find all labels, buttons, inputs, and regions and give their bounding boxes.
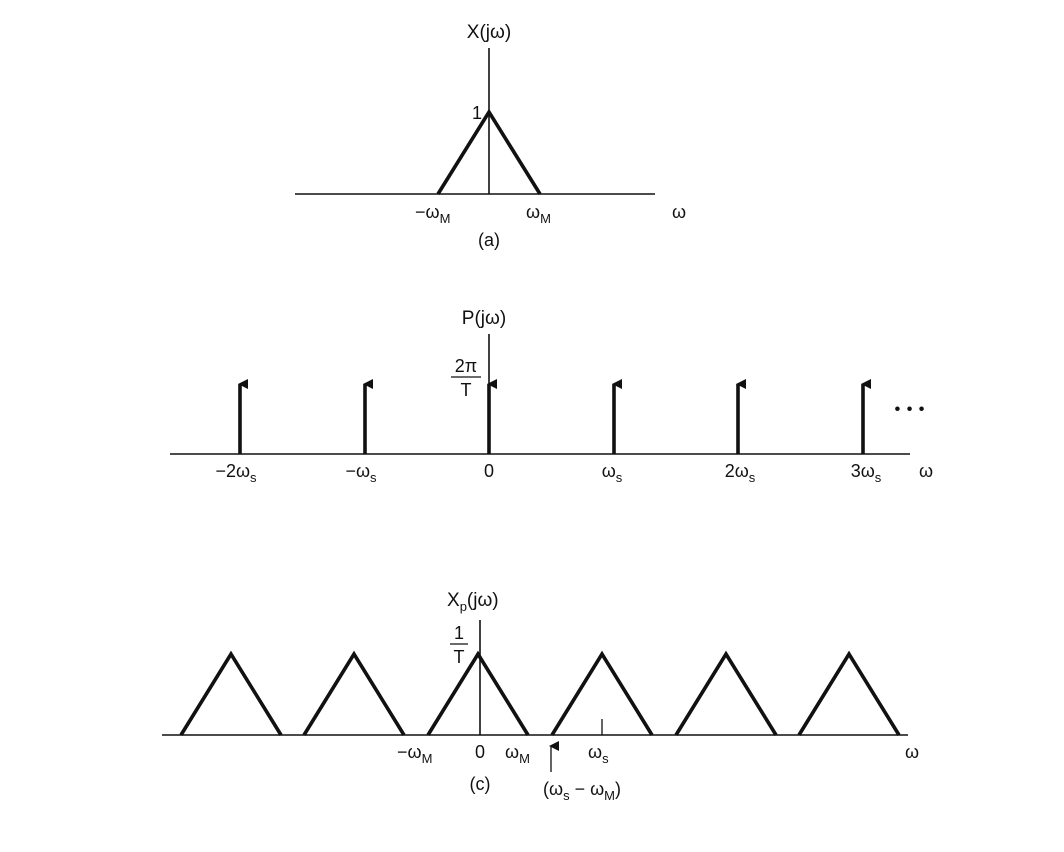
panel-a-spectrum-triangle: [436, 108, 542, 195]
panel-c-height-den: T: [454, 647, 465, 667]
panel-b-ellipsis: • • •: [895, 401, 926, 418]
panel-a: X(jω) 1 −ωM ωM ω (a): [295, 22, 686, 250]
panel-c-height-num: 1: [454, 623, 464, 643]
panel-c-axis-label: ω: [905, 742, 919, 762]
panel-c-title: Xp(jω): [447, 590, 499, 614]
panel-c-tick-neg-wm: −ωM: [397, 742, 432, 766]
panel-b-axis-label: ω: [919, 461, 933, 481]
panel-b-tick-3: 3ωs: [851, 461, 882, 485]
panel-c-replica-neg1: [302, 650, 406, 736]
panel-c-tick-zero: 0: [475, 742, 485, 762]
panel-a-caption: (a): [478, 230, 500, 250]
panel-a-tick-neg-wm: −ωM: [415, 202, 450, 226]
panel-a-peak-label: 1: [472, 103, 482, 123]
panel-b-tick-0: 0: [484, 461, 494, 481]
panel-c-replica-3: [797, 650, 901, 736]
panel-c-replica-neg2: [179, 650, 283, 736]
panel-c-caption: (c): [470, 774, 491, 794]
panel-c-replica-2: [674, 650, 778, 736]
panel-b-height-den: T: [461, 380, 472, 400]
panel-c-tick-ws: ωs: [588, 742, 609, 766]
panel-c-replica-0: [426, 650, 530, 736]
panel-a-tick-pos-wm: ωM: [526, 202, 551, 226]
panel-b-title: P(jω): [462, 308, 506, 329]
panel-b-tick-1: ωs: [602, 461, 623, 485]
panel-c-replica-1: [550, 650, 654, 736]
panel-b-tick-2: 2ωs: [725, 461, 756, 485]
panel-a-axis-label: ω: [672, 202, 686, 222]
panel-c: Xp(jω) 1 T −ωM 0 ωM ωs (ωs − ωM) ω (c): [162, 590, 919, 803]
panel-b: P(jω) 2π T • • • −2ωs −ωs 0 ωs 2ωs 3ωs ω: [170, 308, 933, 485]
panel-b-tick-neg2: −2ωs: [215, 461, 257, 485]
panel-b-height-num: 2π: [455, 356, 477, 376]
panel-b-tick-neg1: −ωs: [345, 461, 377, 485]
panel-c-tick-pos-wm: ωM: [505, 742, 530, 766]
panel-c-annotation: (ωs − ωM): [543, 779, 621, 803]
panel-a-title: X(jω): [467, 22, 511, 43]
